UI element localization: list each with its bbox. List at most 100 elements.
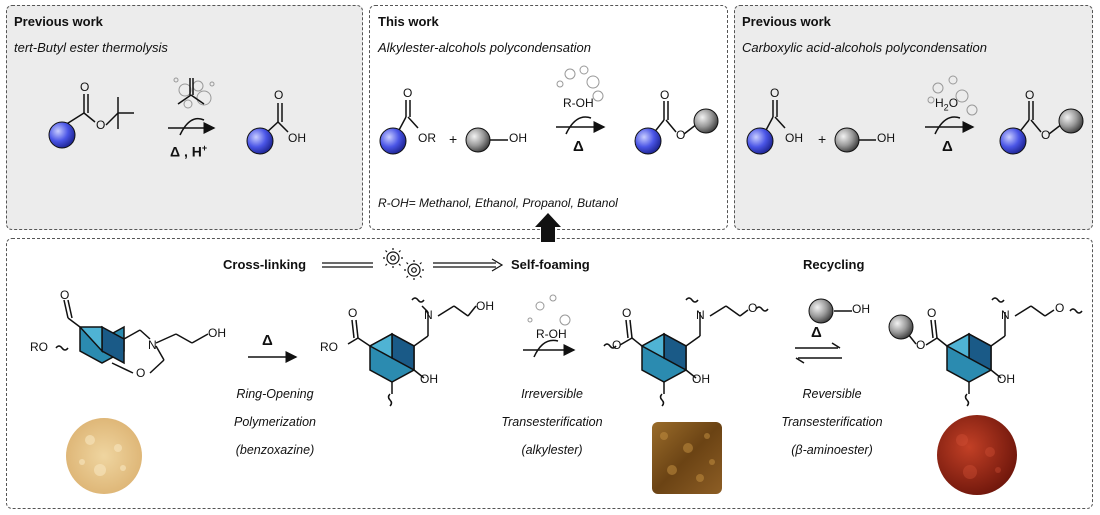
blue-sphere-icon [999,127,1027,155]
polymer-ro-label: RO [320,340,338,354]
network-n-label: N [1001,308,1010,322]
crosslinked-foam-molecule [603,297,769,407]
product-ester-oxygen-label: O [1041,128,1051,142]
roh-bubbles-icon [527,294,571,326]
foam-phenol-oh-label: OH [692,372,710,386]
water-o: O [948,96,959,110]
ester-oxygen-label: O [96,118,106,132]
caption-line: Polymerization [234,415,316,429]
middle-panel-title: This work [378,14,439,29]
left-panel-subtitle: tert-Butyl ester thermolysis [14,40,168,55]
condition-superscript: + [201,143,208,153]
crosslinking-connector [322,258,504,272]
caption-line: (β-aminoester) [791,443,873,457]
product-oxygen-label: O [1025,88,1035,102]
blue-sphere-icon [246,127,274,155]
caption-line: Transesterification [781,415,883,429]
acid-oxygen-label: O [770,86,780,100]
alkylester-or-label: OR [418,131,436,145]
plus-sign: + [818,131,827,147]
right-reaction-arrow [925,116,975,135]
carboxylic-acid-molecule-left [264,103,289,135]
grey-sphere-icon [834,127,860,153]
plus-sign: + [449,131,458,147]
caption-line: (alkylester) [521,443,583,457]
polymer-phenol-oh-label: OH [420,372,438,386]
powder-texture [79,435,126,476]
foam-ether-oxygen-label: O [748,301,758,315]
self-foamed-material-image [652,422,722,494]
roh-reagent-label: R-OH [563,96,594,110]
benzoxazine-powder-image [66,418,142,494]
caption-line: Reversible [802,387,862,401]
left-reaction-arrow [168,117,216,136]
monomer-ring-oxygen-label: O [136,366,146,380]
left-panel-title: Previous work [14,14,103,29]
delta-label: Δ [942,138,953,155]
water-h: H [935,96,944,110]
polymer-n-label: N [424,308,433,322]
selffoaming-label: Self-foaming [511,257,590,272]
caption-line: Irreversible [521,387,583,401]
middle-panel-subtitle: Alkylester-alcohols polycondensation [378,40,591,55]
middle-reaction-arrow [556,116,606,135]
acid-oh-label: OH [785,131,803,145]
foam-oxygen-label: O [622,306,632,320]
previous-work-left-panel [6,5,363,230]
ester-product-molecule-right [1017,101,1063,135]
product-oxygen-label: O [660,88,670,102]
monomer-ro-label: RO [30,340,48,354]
isobutene-bubbles-icon [173,77,215,109]
recycling-alcohol-oh-label: OH [852,302,870,316]
monomer-n-label: N [148,338,157,352]
isobutene-molecule [177,78,205,105]
left-condition-label: Δ , H+ [170,143,207,160]
product-ester-oxygen-label: O [676,128,686,142]
blue-sphere-icon [634,127,662,155]
recycled-network-molecule [907,297,1083,407]
water-subscript: 2 [943,102,949,113]
caption-line: (benzoxazine) [235,443,315,457]
recycled-disc-image [937,415,1017,495]
transesterification-arrow [523,339,576,358]
grey-sphere-icon [808,298,834,324]
benzoxazine-monomer-molecule [55,299,209,374]
ring-opening-delta-label: Δ [262,332,273,349]
disc-texture [956,434,1001,479]
blue-sphere-icon [379,127,407,155]
roh-definition-note: R-OH= Methanol, Ethanol, Propanol, Butan… [378,196,618,210]
monomer-oh-label: OH [208,326,226,340]
gears-icon [383,248,424,280]
right-panel-title: Previous work [742,14,831,29]
reversible-caption: Reversible Transesterification (β-aminoe… [762,380,902,464]
polymer-oh-label: OH [476,299,494,313]
foam-ester-oxygen-label: O [612,338,622,352]
polybenzoxazine-molecule [347,297,477,407]
foam-texture [660,432,715,482]
alkylester-molecule [397,100,419,133]
recycling-delta-label: Δ [811,324,822,341]
network-phenol-oh-label: OH [997,372,1015,386]
acid-oxygen-label: O [274,88,284,102]
released-roh-label: R-OH [536,327,567,341]
network-ether-oxygen-label: O [1055,301,1065,315]
carboxylic-acid-molecule-right [764,100,786,133]
delta-label: Δ [573,138,584,155]
condition-text: Δ , H [170,143,202,160]
ring-opening-caption: Ring-Opening Polymerization (benzoxazine… [205,380,345,464]
polymer-oxygen-label: O [348,306,358,320]
caption-line: Ring-Opening [236,387,314,401]
grey-sphere-icon [465,127,491,153]
reversible-arrows [795,342,842,364]
ester-oxygen-label: O [80,80,90,94]
alcohol-oh-label: OH [877,131,895,145]
water-bubbles-icon [927,75,978,116]
monomer-oxygen-label: O [60,288,70,302]
ester-product-molecule [652,101,698,135]
up-arrow-icon [535,213,561,242]
network-ester-oxygen-label: O [916,338,926,352]
foam-n-label: N [696,308,705,322]
grey-sphere-icon [693,108,719,134]
acid-oh-label: OH [288,131,306,145]
